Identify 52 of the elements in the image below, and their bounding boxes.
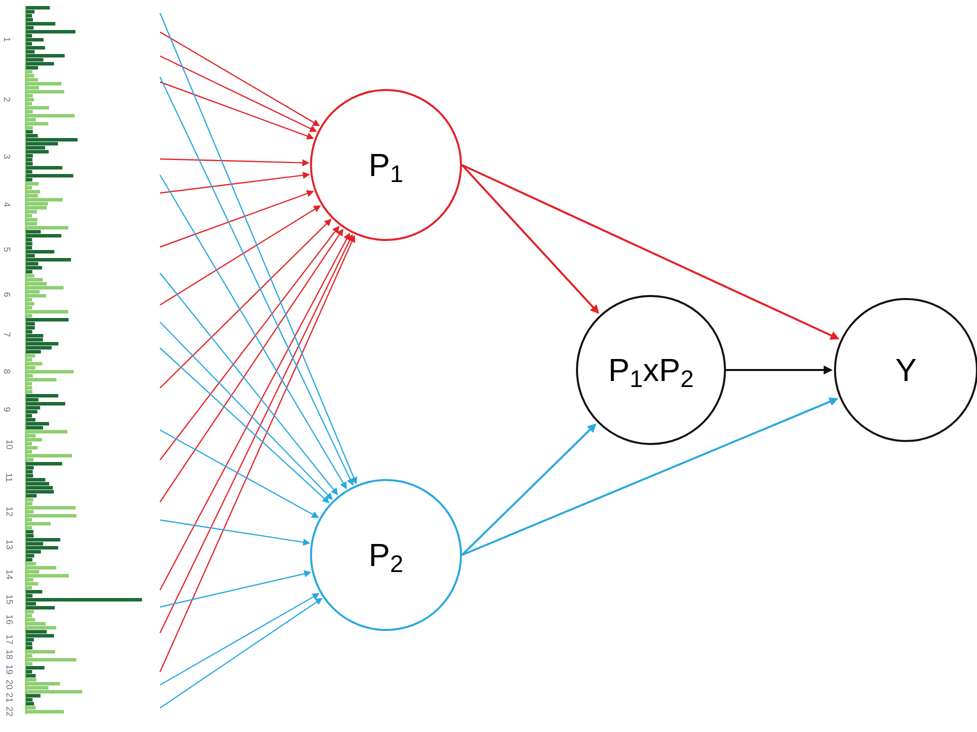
arrow [160,158,310,166]
node-label: P$_{1}$xP$_{2}$ [608,354,694,386]
chromosome-label: 1 [2,37,11,42]
chromosome-label: 13 [4,540,14,550]
arrow [462,398,838,556]
node-label: P$_{2}$ [368,539,404,571]
arrow [160,172,310,194]
chromosome-label: 2 [2,97,11,102]
arrow [160,322,333,500]
arrow [160,519,310,546]
chromosome-label: 6 [2,292,11,297]
chromosome-label: 12 [4,506,14,516]
arrow [462,164,840,340]
arrow [160,570,312,608]
chromosome-label: 8 [2,369,11,374]
chromosome-label: 16 [4,614,14,624]
arrow [160,228,344,502]
arrow [159,12,358,484]
chromosome-label: 21 [4,692,14,702]
chromosome-label: 5 [2,247,11,252]
arrow [461,423,596,556]
chromosome-label: 7 [2,332,11,337]
arrow [160,55,318,132]
chromosome-label: 19 [4,664,14,674]
arrow [726,366,833,374]
arrow [160,429,319,518]
arrow [160,348,330,504]
chromosome-label: 20 [4,680,14,690]
arrow [160,226,340,460]
chromosome-label: 11 [4,472,14,482]
chromosome-label: 18 [4,650,14,660]
arrow [160,598,323,708]
chromosome-label: 15 [4,594,14,604]
arrow [160,81,314,140]
arrow [160,593,320,686]
arrow [461,164,600,314]
chromosome-label: 22 [4,706,14,716]
chromosome-label: 9 [2,407,11,412]
chromosome-label: 3 [2,154,11,159]
chromosome-label: 14 [4,570,14,580]
arrow [160,272,338,496]
arrow [159,174,347,490]
arrow [159,76,354,486]
arrow [160,218,332,388]
chromosome-label: 10 [4,440,14,450]
chromosome-label: 17 [4,634,14,644]
arrow [160,205,321,306]
arrow [160,31,320,126]
node-label: Y [895,354,917,386]
arrow [160,190,314,248]
node-label: P$_{1}$ [368,149,404,181]
chromosome-label: 4 [2,202,11,207]
